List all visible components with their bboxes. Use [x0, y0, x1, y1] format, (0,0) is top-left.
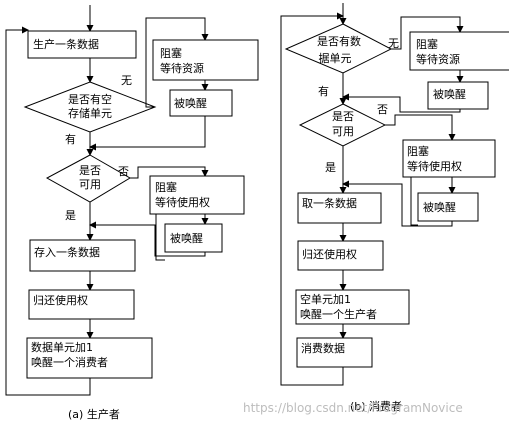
consumer-block-wait-1-line1: 阻塞 — [416, 37, 438, 51]
consumer-consume-box — [296, 337, 373, 368]
consumer-caption: (b) 消费者 — [350, 399, 402, 413]
producer-caption: (a) 生产者 — [68, 407, 120, 421]
consumer-block-wait-2-line2: 等待使用权 — [407, 159, 462, 173]
producer-not-available-arrow — [130, 166, 209, 179]
producer-block-wait-2-line2: 等待使用权 — [155, 195, 210, 209]
producer-block-wait-1-line1: 阻塞 — [160, 46, 182, 60]
producer-label-have: 有 — [65, 132, 76, 146]
producer-release-text: 归还使用权 — [33, 293, 88, 307]
consumer-check-available-line1: 是否 — [332, 110, 354, 123]
consumer-consume-text: 消费数据 — [301, 341, 345, 355]
producer-check-available-line2: 可用 — [79, 178, 101, 191]
producer-check-available-line1: 是否 — [79, 164, 101, 177]
producer-label-yes: 是 — [65, 209, 76, 222]
consumer-release-box — [297, 240, 384, 271]
producer-woken2-return-arrow — [89, 221, 206, 257]
consumer-block2-side-line — [410, 177, 418, 226]
producer-woken-box-2 — [164, 223, 223, 253]
consumer-woken-box-2 — [417, 192, 479, 222]
consumer-release-text: 归还使用权 — [302, 247, 357, 261]
consumer-woken-box-1 — [427, 81, 489, 110]
producer-block-wait-1-line2: 等待资源 — [160, 61, 204, 75]
producer-label-no-1: 无 — [121, 74, 132, 87]
producer-woken1-return-arrow — [89, 116, 206, 151]
producer-add-notify-box — [26, 337, 153, 379]
producer-block-wait-box-1 — [152, 39, 259, 81]
consumer-no-data-arrow — [391, 16, 464, 50]
producer-block-wait-box-2 — [149, 175, 245, 215]
consumer-flowchart: 是否有数 据单元 无 阻塞 等待资源 被唤醒 有 是否 可用 否 阻塞 等待使用… — [280, 3, 509, 413]
consumer-empty-notify-line1: 空单元加1 — [300, 292, 351, 306]
consumer-label-yes: 是 — [325, 161, 336, 174]
consumer-not-available-arrow — [385, 114, 456, 141]
producer-woken-box-1 — [169, 89, 233, 117]
consumer-block-wait-1-line2: 等待资源 — [416, 52, 460, 66]
consumer-woken1-return-arrow — [342, 93, 461, 113]
producer-store-text: 存入一条数据 — [34, 245, 100, 259]
producer-woken-1-text: 被唤醒 — [174, 96, 207, 110]
consumer-woken-1-text: 被唤醒 — [433, 87, 466, 101]
watermark: https://blog.csdn.net/ProgramNovice — [243, 401, 463, 415]
producer-check-empty-line1: 是否有空 — [68, 92, 112, 106]
consumer-take-box — [297, 192, 382, 224]
consumer-check-data-line1: 是否有数 — [317, 34, 361, 48]
consumer-check-available-line2: 可用 — [332, 125, 354, 138]
producer-produce-text: 生产一条数据 — [33, 37, 99, 51]
consumer-check-data-line2: 据单元 — [319, 51, 352, 65]
producer-label-no-2: 否 — [118, 165, 129, 178]
producer-woken-2-text: 被唤醒 — [170, 231, 203, 245]
producer-loop-back-arrow — [5, 26, 91, 396]
producer-add-notify-line2: 唤醒一个消费者 — [31, 355, 108, 369]
producer-release-box — [28, 289, 135, 320]
consumer-loop-back-arrow — [280, 12, 344, 386]
consumer-woken2-return-arrow — [342, 180, 453, 227]
producer-block2-side-line — [155, 214, 165, 261]
consumer-check-data-diamond — [284, 23, 393, 74]
consumer-label-have: 有 — [318, 84, 329, 98]
consumer-empty-notify-line2: 唤醒一个生产者 — [300, 307, 377, 321]
consumer-take-text: 取一条数据 — [302, 196, 357, 210]
consumer-block-wait-box-2 — [402, 139, 496, 178]
consumer-label-no-1: 无 — [388, 37, 399, 50]
consumer-empty-notify-box — [295, 289, 410, 325]
consumer-label-no-2: 否 — [377, 103, 388, 116]
consumer-block-wait-box-1 — [409, 31, 509, 71]
producer-produce-box — [27, 30, 137, 59]
producer-block-wait-2-line1: 阻塞 — [155, 180, 177, 194]
consumer-block-wait-2-line1: 阻塞 — [407, 144, 429, 158]
producer-store-box — [29, 239, 136, 272]
producer-add-notify-line1: 数据单元加1 — [31, 340, 93, 354]
producer-no-resource-arrow — [145, 17, 209, 108]
consumer-woken-2-text: 被唤醒 — [423, 200, 456, 214]
producer-check-empty-line2: 存储单元 — [68, 106, 112, 120]
producer-flowchart: 生产一条数据 是否有空 存储单元 无 阻塞 等待资源 被唤醒 有 是否 可用 否… — [5, 5, 259, 421]
